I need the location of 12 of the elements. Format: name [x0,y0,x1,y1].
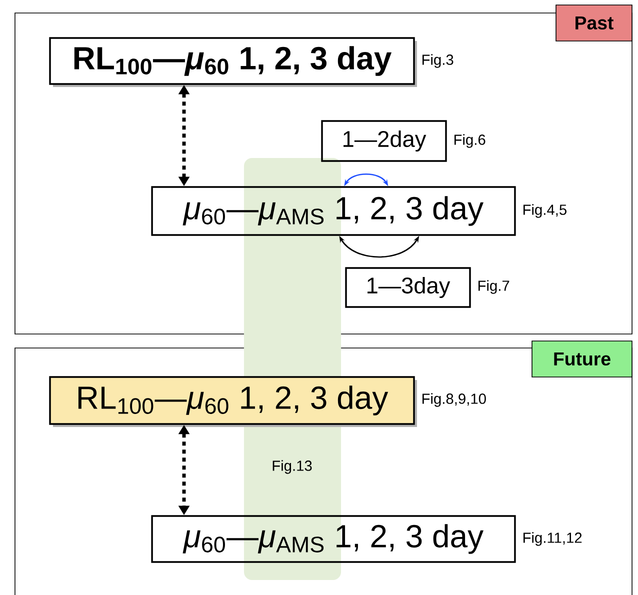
text-box: μ$_{60}$—μ$_{AMS}$ 1, 2, 3 day [151,515,516,563]
text-box: μ$_{60}$—μ$_{AMS}$ 1, 2, 3 day [151,186,516,236]
figure-reference: Fig.11,12 [523,532,582,546]
text-box: 1—2day [321,120,447,162]
figure-reference: Fig.3 [422,54,454,68]
figure-reference: Fig.7 [478,280,510,294]
figure-reference: Fig.8,9,10 [422,393,486,407]
figure-reference: Fig.4,5 [523,204,566,218]
text-box: 1—3day [345,267,471,308]
bold-text-box: RL$_{100}$—μ$_{60}$ 1, 2, 3 day [49,37,417,87]
figure-reference: Fig.6 [454,134,486,148]
highlight-box: RL$_{100}$—μ$_{60}$ 1, 2, 3 day [49,376,417,427]
